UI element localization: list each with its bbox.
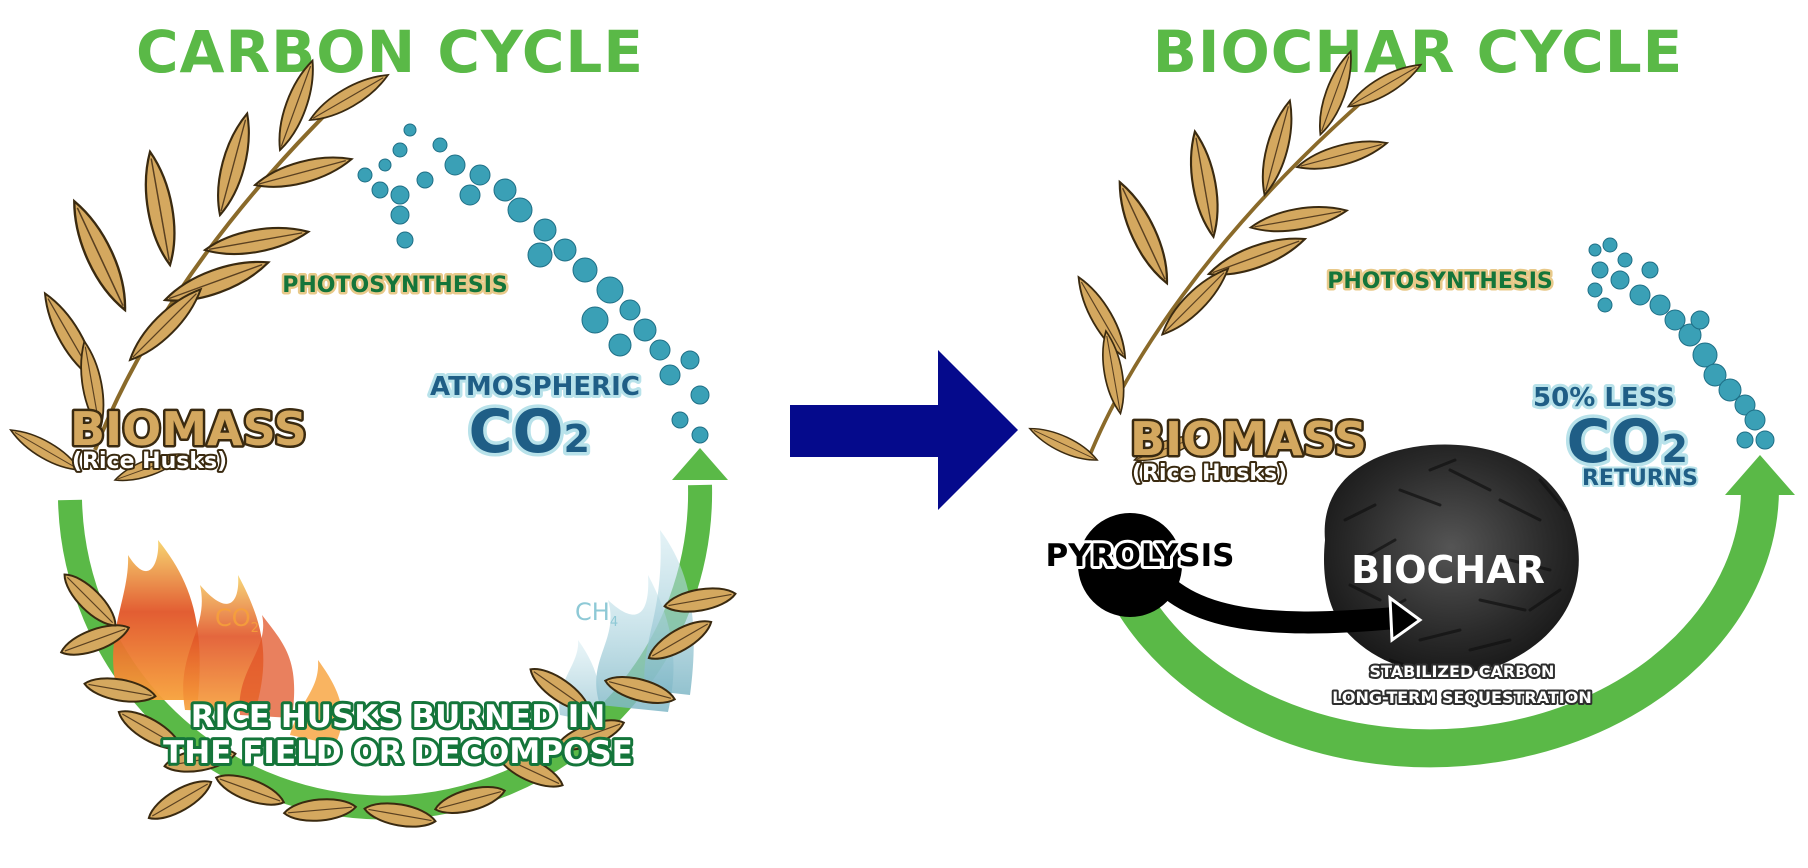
bubble: [469, 164, 491, 186]
co2-bubbles-icon-right: [1587, 237, 1775, 450]
pyrolysis-arrow: [1135, 554, 1396, 634]
rice-plant-icon-right: [1025, 47, 1427, 468]
co2-bubbles-icon: [357, 123, 710, 444]
left-cycle-arrowhead: [672, 448, 728, 480]
biochar-texture-stroke: [1348, 583, 1382, 602]
left-co2-label: CO2: [469, 397, 591, 467]
bubble: [396, 231, 414, 249]
biochar-texture-stroke: [1388, 658, 1422, 672]
bubble: [633, 318, 657, 342]
bubble: [459, 184, 481, 206]
left-photosynthesis-label: PHOTOSYNTHESIS: [282, 273, 507, 298]
stabilized-line1: STABILIZED CARBON: [1370, 662, 1555, 681]
bubble: [1597, 297, 1613, 313]
bubble: [1703, 363, 1727, 387]
bubble: [392, 142, 408, 158]
bubble: [671, 411, 689, 429]
right-arrow-icon: [790, 350, 1018, 510]
bubble: [649, 339, 671, 361]
bubble: [1629, 284, 1651, 306]
left-biomass-label: BIOMASS: [70, 402, 307, 456]
bubble: [378, 158, 392, 172]
left-atmospheric-label: ATMOSPHERIC: [430, 372, 640, 402]
stabilized-line2: LONG-TERM SEQUESTRATION: [1332, 688, 1591, 707]
right-photosynthesis-label: PHOTOSYNTHESIS: [1327, 269, 1552, 294]
bubble: [357, 167, 373, 183]
bubble: [507, 197, 533, 223]
left-burn-line1: RICE HUSKS BURNED IN: [191, 699, 606, 735]
biochar-texture-stroke: [1418, 628, 1462, 642]
bubble: [608, 333, 632, 357]
bubble: [403, 123, 417, 137]
bubble: [619, 299, 641, 321]
rice-plant-icon: [5, 56, 394, 489]
bubble: [416, 171, 434, 189]
bubble: [1617, 252, 1633, 268]
bubble: [533, 218, 557, 242]
bubble: [1591, 261, 1609, 279]
bubble: [690, 385, 710, 405]
bubble: [432, 137, 448, 153]
right-returns-label: RETURNS: [1582, 466, 1698, 491]
bubble: [1734, 394, 1756, 416]
left-co2-gas-label: CO2: [215, 604, 259, 636]
bubble: [1588, 243, 1602, 257]
bubble: [390, 205, 410, 225]
bubble: [1736, 431, 1754, 449]
bubble: [1587, 282, 1603, 298]
biochar-texture-stroke: [1478, 598, 1527, 612]
left-biomass-sub-label: (Rice Husks): [72, 449, 227, 474]
right-cycle-arrowhead: [1725, 455, 1795, 495]
bubble: [527, 242, 553, 268]
flame-icon: [113, 540, 343, 745]
bubble: [1718, 378, 1742, 402]
biochar-label: BIOCHAR: [1351, 548, 1545, 592]
right-co2-label: CO2: [1567, 407, 1689, 477]
biochar-texture-stroke: [1358, 538, 1397, 562]
biochar-texture-stroke: [1498, 498, 1542, 522]
bubble: [659, 364, 681, 386]
biochar-texture-stroke: [1343, 503, 1377, 522]
biochar-texture-stroke: [1528, 588, 1562, 612]
right-title: BIOCHAR CYCLE: [1153, 18, 1684, 86]
bubble: [493, 178, 517, 202]
right-less-label: 50% LESS: [1533, 383, 1675, 413]
bubble: [553, 238, 577, 262]
pyrolysis-label: PYROLYSIS: [1046, 538, 1235, 574]
left-burn-line2: THE FIELD OR DECOMPOSE: [163, 735, 633, 771]
bubble: [1602, 237, 1618, 253]
bubble: [691, 426, 709, 444]
bubble: [444, 154, 466, 176]
bubble: [390, 185, 410, 205]
biochar-texture-stroke: [1468, 638, 1512, 652]
biochar-texture-stroke: [1508, 558, 1552, 572]
bubble: [1744, 409, 1766, 431]
right-cycle-arrow: [1115, 489, 1779, 768]
bubble: [680, 350, 700, 370]
biochar-texture-stroke: [1538, 478, 1567, 512]
biochar-texture-stroke: [1448, 468, 1492, 492]
bubble: [1678, 323, 1702, 347]
left-ch4-gas-label: CH4: [575, 598, 618, 630]
right-biomass-sub-label: (Rice Husks): [1132, 461, 1287, 486]
bubble: [581, 306, 609, 334]
pyrolysis-arrowhead: [1388, 594, 1423, 643]
biochar-texture-stroke: [1398, 488, 1442, 507]
right-biomass-label: BIOMASS: [1130, 412, 1367, 466]
bubble: [371, 181, 389, 199]
bubble: [572, 257, 598, 283]
bubble: [1755, 430, 1775, 450]
bubble: [1692, 342, 1718, 368]
bubble: [596, 276, 624, 304]
bubble: [1610, 270, 1630, 290]
bubble: [1641, 261, 1659, 279]
bubble: [1690, 310, 1710, 330]
left-title: CARBON CYCLE: [136, 18, 644, 86]
biochar-texture-stroke: [1428, 458, 1457, 472]
bubble: [1649, 294, 1671, 316]
bubble: [1664, 309, 1686, 331]
